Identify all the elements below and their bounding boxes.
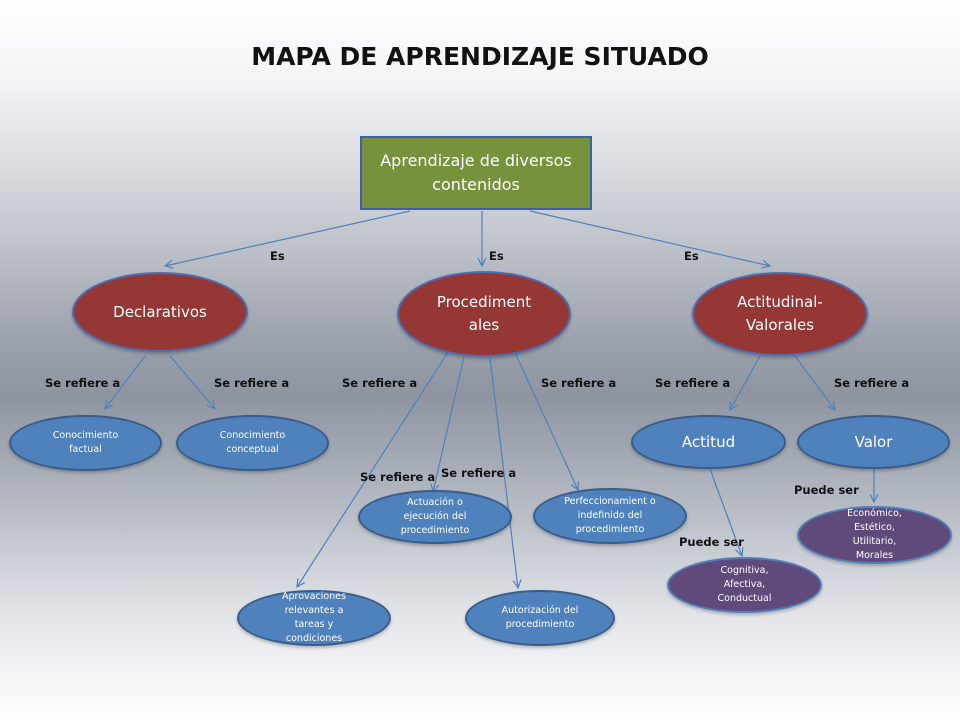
arrow-proc-autorizacion: [489, 357, 518, 588]
node-conocimiento-factual: Conocimiento factual: [9, 415, 162, 471]
label-puede-ser-1: Puede ser: [794, 483, 859, 497]
node-declarativos: Declarativos: [72, 272, 248, 352]
arrow-actitudinal-valor: [794, 355, 835, 410]
label-se-refiere-a-2: Se refiere a: [214, 376, 290, 390]
label-se-refiere-a-6: Se refiere a: [834, 376, 910, 390]
label-se-refiere-a-8: Se refiere a: [441, 466, 517, 480]
arrow-root-declarativos: [165, 210, 411, 266]
label-es-3: Es: [684, 249, 699, 263]
label-es-2: Es: [489, 249, 504, 263]
arrow-proc-actuacion: [433, 356, 465, 492]
node-perfeccionamiento: Perfeccionamient o indefinido del proced…: [533, 488, 687, 544]
label-puede-ser-2: Puede ser: [679, 535, 744, 549]
node-procedimentales: Procediment ales: [397, 271, 571, 357]
node-aprovaciones: Aprovaciones relevantes a tareas y condi…: [237, 590, 391, 646]
label-se-refiere-a-7: Se refiere a: [360, 470, 436, 484]
arrow-root-actitudinales: [529, 210, 770, 266]
arrow-actitudinal-actitud: [730, 355, 761, 410]
label-se-refiere-a-3: Se refiere a: [342, 376, 418, 390]
label-es-1: Es: [270, 249, 285, 263]
node-economico: Económico, Estético, Utilitario, Morales: [797, 506, 952, 564]
root-node: Aprendizaje de diversos contenidos: [360, 136, 592, 210]
page-title: MAPA DE APRENDIZAJE SITUADO: [251, 42, 709, 71]
node-actitudinales: Actitudinal- Valorales: [692, 272, 868, 356]
label-se-refiere-a-4: Se refiere a: [541, 376, 617, 390]
arrow-declarativos-factual: [105, 355, 146, 409]
node-cognitiva: Cognitiva, Afectiva, Conductual: [667, 557, 822, 613]
arrow-proc-perfeccionamiento: [511, 345, 578, 490]
node-conocimiento-conceptual: Conocimiento conceptual: [176, 415, 329, 471]
node-autorizacion: Autorización del procedimiento: [465, 590, 615, 646]
node-actitud: Actitud: [631, 415, 786, 469]
label-se-refiere-a-5: Se refiere a: [655, 376, 731, 390]
arrow-proc-aprovaciones: [297, 345, 453, 587]
node-valor: Valor: [797, 415, 950, 469]
node-actuacion: Actuación o ejecución del procedimiento: [358, 490, 512, 544]
arrow-declarativos-conceptual: [169, 355, 215, 409]
arrow-actitud-cognitiva: [709, 468, 742, 556]
label-se-refiere-a-1: Se refiere a: [45, 376, 121, 390]
